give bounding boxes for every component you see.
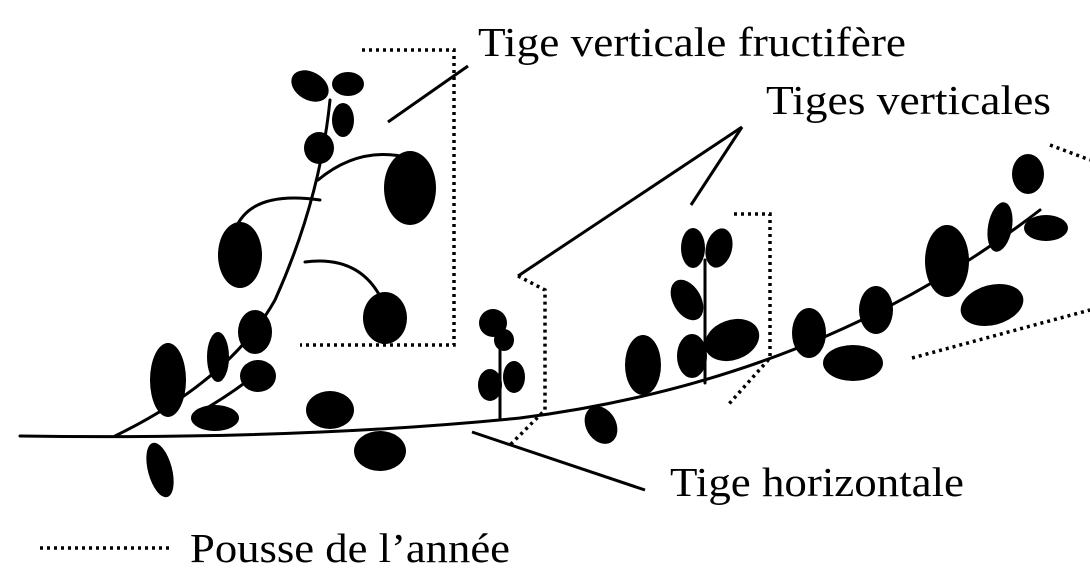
leaf: [681, 228, 705, 268]
leaf: [956, 277, 1028, 332]
fruit: [363, 292, 407, 344]
leaf: [306, 391, 354, 429]
leaf: [792, 308, 826, 358]
leaf: [1012, 154, 1044, 194]
leaf: [240, 360, 276, 392]
leaf: [141, 440, 179, 500]
leaf: [332, 72, 364, 96]
leaf: [701, 225, 736, 270]
vertical-stems-leader-right: [691, 127, 742, 205]
legend: Pousse de l’année: [40, 525, 510, 571]
leaf: [207, 332, 229, 382]
fruiting-stem-leader: [388, 66, 468, 122]
leaf: [859, 286, 893, 334]
fruit: [384, 151, 436, 225]
leaf: [238, 310, 272, 354]
leaf: [354, 431, 406, 471]
leaf: [503, 361, 525, 393]
horizontal-stem-label: Tige horizontale: [670, 459, 964, 505]
tip-growth-outline-upper: [1050, 145, 1090, 160]
fruit: [218, 222, 262, 288]
leaf: [332, 103, 354, 137]
leaf: [304, 132, 334, 164]
leaf: [1024, 215, 1068, 241]
medium-stem-growth-outline: [728, 214, 770, 405]
leaf: [625, 335, 661, 395]
leaf: [823, 345, 883, 381]
horizontal-stem-leader: [472, 432, 645, 490]
legend-annual-growth-label: Pousse de l’année: [190, 525, 510, 571]
fruiting-stem-label: Tige verticale fructifère: [478, 19, 906, 65]
leaf: [494, 329, 514, 351]
leaf: [191, 405, 239, 431]
leaf: [664, 274, 710, 326]
leaf: [150, 343, 186, 417]
fruit: [925, 225, 969, 297]
vertical-stems-label: Tiges verticales: [766, 77, 1051, 123]
leaf: [286, 64, 335, 108]
leaf: [478, 369, 502, 401]
leaf: [677, 334, 707, 378]
leaf: [699, 312, 765, 369]
